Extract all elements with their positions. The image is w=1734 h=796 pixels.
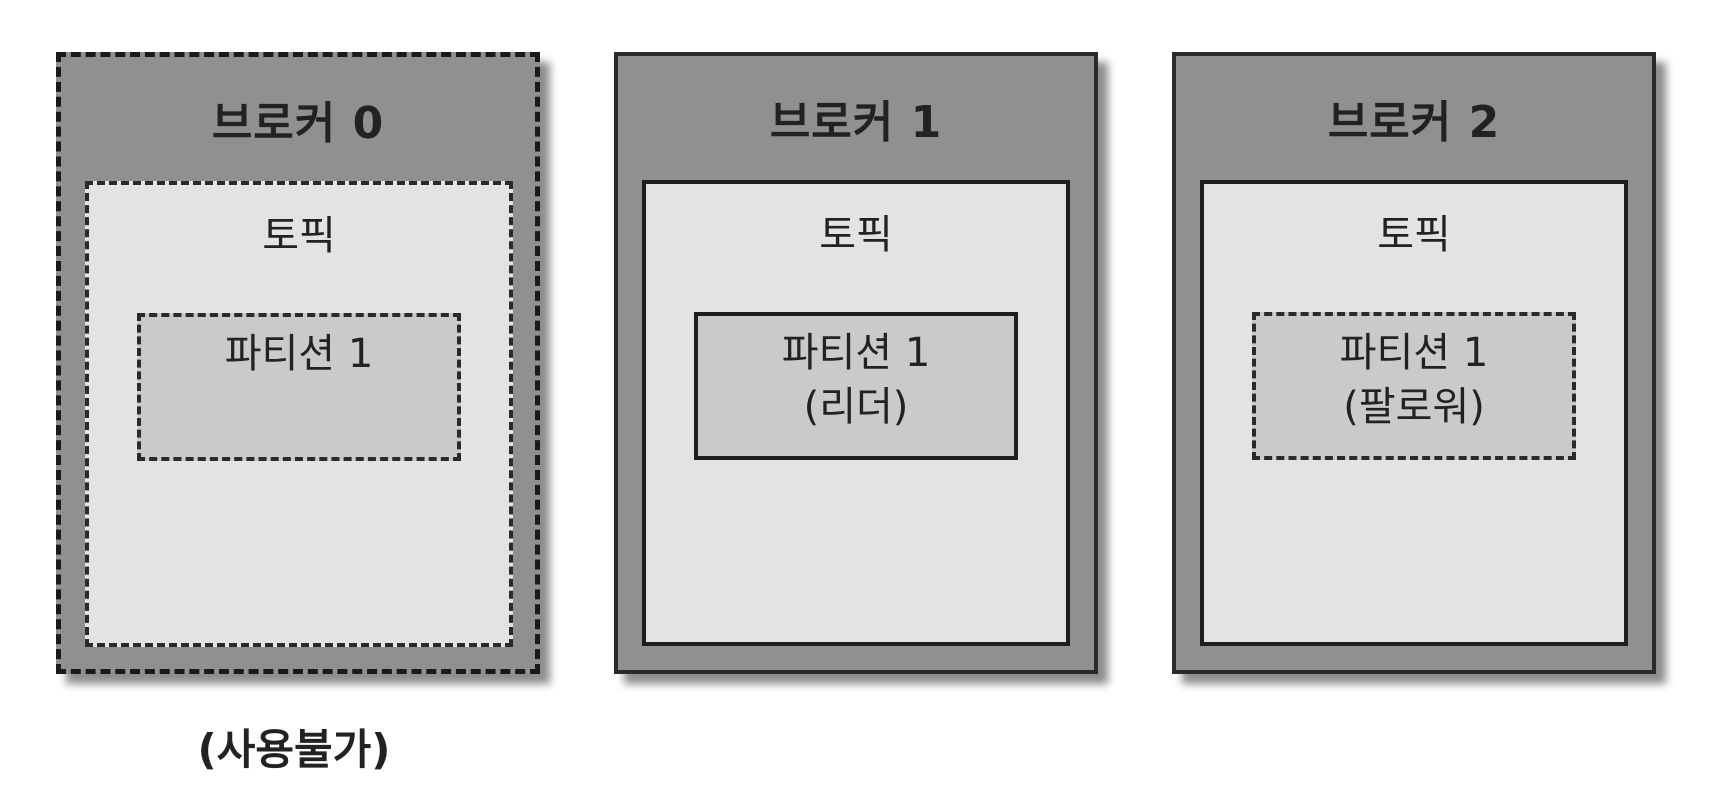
broker-2-topic-box: 토픽 파티션 1 (팔로워) — [1200, 180, 1628, 646]
broker-1-partition-box: 파티션 1 (리더) — [694, 312, 1018, 460]
broker-1-partition-name: 파티션 1 — [781, 330, 931, 376]
broker-2-title: 브로커 2 — [1327, 97, 1501, 148]
broker-0-title: 브로커 0 — [211, 98, 385, 149]
broker-1-topic-title: 토픽 — [819, 212, 893, 258]
broker-1-topic-box: 토픽 파티션 1 (리더) — [642, 180, 1070, 646]
broker-2-partition-box: 파티션 1 (팔로워) — [1252, 312, 1576, 460]
broker-0-box: 브로커 0 토픽 파티션 1 — [56, 52, 540, 674]
broker-0-partition-box: 파티션 1 — [137, 313, 461, 461]
broker-2-partition-role: (팔로워) — [1343, 384, 1485, 430]
broker-2-box: 브로커 2 토픽 파티션 1 (팔로워) — [1172, 52, 1656, 674]
broker-1-title: 브로커 1 — [769, 97, 943, 148]
broker-1-partition-role: (리더) — [803, 384, 909, 430]
broker-2-topic-title: 토픽 — [1377, 212, 1451, 258]
broker-2-partition-name: 파티션 1 — [1339, 330, 1489, 376]
broker-0-topic-title: 토픽 — [262, 213, 336, 259]
broker-1-box: 브로커 1 토픽 파티션 1 (리더) — [614, 52, 1098, 674]
broker-0-status-label: (사용불가) — [197, 725, 391, 774]
broker-0-topic-box: 토픽 파티션 1 — [85, 181, 513, 647]
broker-0-partition-name: 파티션 1 — [224, 331, 374, 377]
